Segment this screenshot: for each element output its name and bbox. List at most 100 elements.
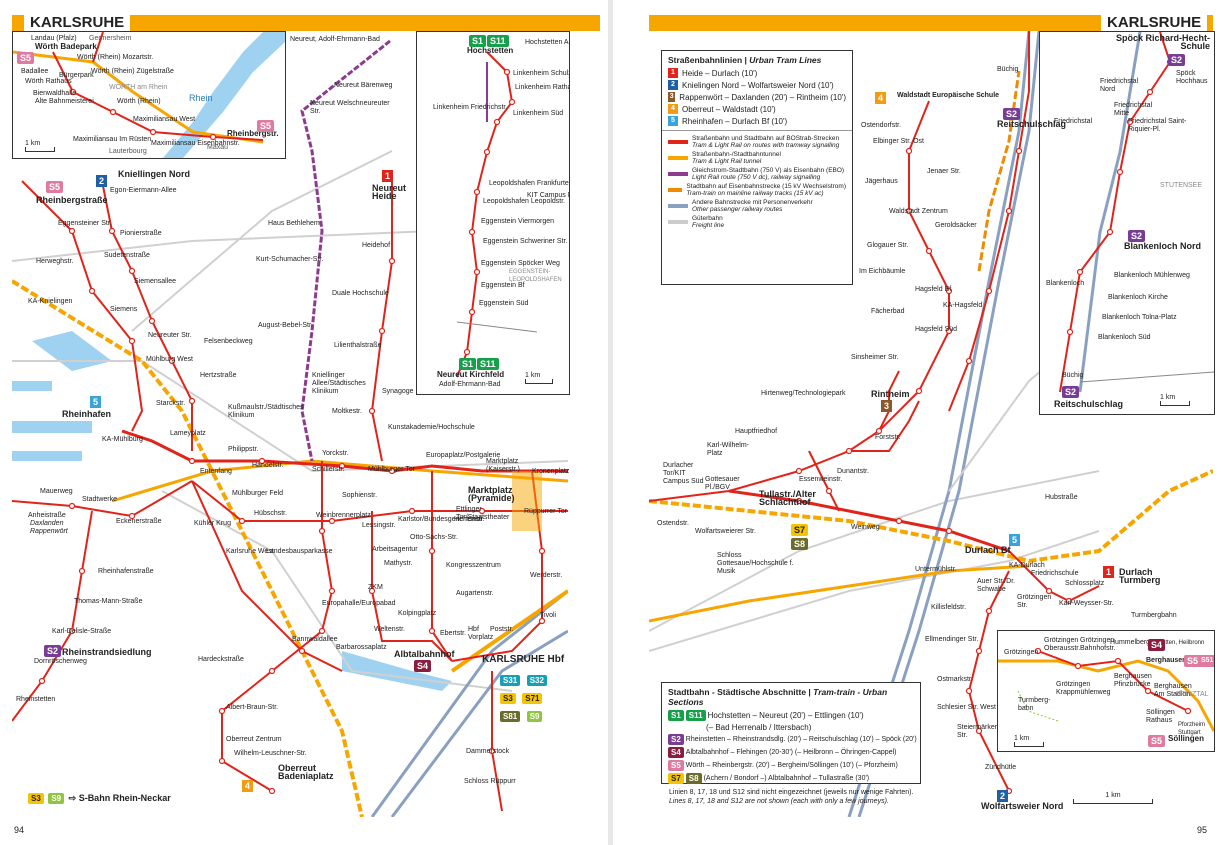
inset-chip-s11: S11 — [477, 358, 499, 370]
inset-woerth-station: Wörth (Rhein) Mozartstr. — [77, 54, 154, 61]
inset-woerth-station: Wörth (Rhein) Zügelstraße — [91, 68, 174, 75]
inset-stutensee-station: Friedrichstal Mitte — [1114, 102, 1153, 117]
station-oberreut: Oberreut Badeniaplatz — [278, 763, 334, 781]
stadtbahn-row-cont: (– Bad Herrenalb / Ittersbach) — [668, 723, 914, 732]
station-rheinstrandsiedlung: Rheinstrandsiedlung — [62, 647, 152, 657]
inset-hochstetten-place: EGGENSTEIN-LEOPOLDSHAFEN — [509, 269, 562, 283]
station-label: Mauerweg — [40, 488, 73, 495]
inset-stutensee-scale-bar — [1160, 401, 1190, 406]
station-label: Wolfartsweierer Str. — [695, 528, 756, 535]
line-badge-2: 2 — [96, 175, 107, 187]
legend-track-text: Andere Bahnstrecke mit Personenverkehr O… — [692, 199, 813, 213]
stadtbahn-title: Stadtbahn - Städtische Abschnitte | Tram… — [668, 687, 888, 707]
station-label: Wilhelm-Leuschner-Str. — [234, 750, 307, 757]
inset-woerth-scale-label: 1 km — [25, 140, 41, 147]
station-label: Zündhütle — [985, 764, 1017, 771]
stadtbahn-note-en: Lines 8, 17, 18 and S12 are not shown (e… — [669, 798, 889, 805]
station-label: Händelstr. — [252, 462, 284, 469]
line-badge-s2: S2 — [1003, 108, 1021, 120]
inset-chip-s11: S11 — [487, 35, 509, 47]
legend-track-row: Gleichstrom-Stadtbahn (750 V) als Eisenb… — [668, 167, 846, 181]
station-label: Werderstr. — [530, 572, 563, 579]
station-label: Glogauer Str. — [867, 242, 909, 249]
legend-track-row: Andere Bahnstrecke mit Personenverkehr O… — [668, 199, 846, 213]
station-label: Kongresszentrum — [446, 562, 501, 569]
station-label: Felsenbeckweg — [204, 338, 253, 345]
station-rintheim: Rintheim — [871, 389, 910, 399]
legend-track-swatch — [668, 220, 688, 224]
header-bar-left — [12, 15, 600, 31]
station-label: Ebertstr. — [440, 630, 467, 637]
station-label: Hbf Vorplatz — [468, 626, 494, 641]
inset-stutensee-station: Blankenloch Kirche — [1108, 294, 1168, 301]
line-badge-s4: S4 — [414, 660, 432, 672]
station-label: Europahalle/Europabad — [322, 600, 396, 607]
hbf-chip-s71: S71 — [522, 693, 543, 704]
s-bahn-chip-s9: S9 — [48, 793, 65, 804]
station-rheinbergstrasse: Rheinbergstraße — [36, 195, 108, 205]
line-badge-s8: S8 — [791, 538, 809, 550]
station-label: Mühlburg West — [146, 356, 193, 363]
station-label: KA-Knielingen — [28, 298, 73, 305]
stadtbahn-note-de: Linien 8, 17, 18 und S12 sind nicht eing… — [669, 789, 914, 796]
station-label: Killisfeldstr. — [931, 604, 967, 611]
inset-woerth-graphics — [13, 32, 285, 158]
station-label: Hubstraße — [1045, 494, 1078, 501]
station-label: Karlstor/Bundesgerichtshof — [398, 516, 483, 523]
legend-track-swatch — [668, 172, 688, 176]
station-label: Durlacher Tor/KIT Campus Süd — [663, 462, 704, 485]
station-kniellingen-nord: Kniellingen Nord — [118, 169, 190, 179]
station-label: Dornröschenweg — [34, 658, 87, 665]
legend-track-en: Freight line — [692, 222, 725, 229]
station-label: Augartenstr. — [456, 590, 494, 597]
inset-woerth-station: Wörth Rathaus — [25, 78, 72, 85]
station-label: Herweghstr. — [36, 258, 74, 265]
inset-hochstetten-scale-bar — [525, 379, 553, 384]
legend-track-row: Straßenbahn-/Stadtbahntunnel Tram & Ligh… — [668, 151, 846, 165]
station-label: Dammerstock — [466, 748, 510, 755]
station-label: Moltkestr. — [332, 408, 362, 415]
legend-track-en: Light Rail route (750 V dc), railway sig… — [692, 174, 821, 181]
inset-hochstetten-station: Linkenheim Friedrichstr. — [433, 104, 508, 111]
station-label: Auer Str./Dr. Schwabe — [977, 578, 1016, 593]
inset-woerth-place: Rhein — [189, 93, 213, 103]
inset-pfinztal-station: Berghausen Am Stadion — [1154, 683, 1192, 698]
inset-woerth: Landau (Pfalz) Wörth Badepark Badallee W… — [12, 31, 286, 159]
header-bar-right — [649, 15, 1213, 31]
station-label: Grötzingen Str. — [1017, 594, 1052, 609]
station-durlach-turmberg: Durlach Turmberg — [1119, 567, 1161, 585]
inset-pfinztal-chip-s51: S51 — [1198, 655, 1214, 667]
station-label: Kolpingplatz — [398, 610, 437, 617]
stadtbahn-title-en: Tram-train - Urban Sections — [668, 687, 888, 707]
station-label: Otto-Sachs-Str. — [410, 534, 458, 541]
inset-pfinztal-chip-s5: S5 — [1148, 735, 1166, 747]
hbf-chip-s9: S9 — [526, 711, 543, 722]
inset-woerth-station: Maximiliansau West — [133, 116, 196, 123]
station-label: Schlossplatz — [1065, 580, 1105, 587]
station-label: Egon-Eiermann-Allee — [110, 187, 177, 194]
inset-woerth-station: Alte Bahnmeisterei — [35, 98, 94, 105]
station-label: Stadtwerke — [82, 496, 118, 503]
inset-woerth-scale-bar — [25, 147, 55, 152]
legend-track-de: Gleichstrom-Stadtbahn (750 V) als Eisenb… — [692, 167, 845, 174]
inset-stutensee-station: Blankenloch Tolna-Platz — [1102, 314, 1177, 321]
legend-line-number: 5 — [668, 116, 678, 126]
inset-pfinztal-graphics — [998, 647, 1214, 732]
inset-hochstetten-station: Eggenstein Spöcker Weg — [481, 260, 560, 267]
station-label: Kühler Krug — [194, 520, 231, 527]
line-badge-s5: S5 — [257, 120, 275, 132]
station-label: Neureuter Str. — [148, 332, 192, 339]
station-label: Schlesier Str. West — [937, 704, 997, 711]
station-label: Ostendorfstr. — [861, 122, 902, 129]
hbf-chip-s81: S81 — [500, 711, 521, 722]
inset-pfinztal-station: Hummelberg — [1110, 639, 1151, 646]
legend-line-row: 1 Heide – Durlach (10') — [668, 68, 846, 78]
inset-woerth-station: Landau (Pfalz) — [31, 35, 77, 42]
inset-woerth-place: Maxau — [207, 144, 229, 151]
inset-stutensee-station: Blankenloch — [1046, 280, 1085, 287]
station-label: Lilienthalstraße — [334, 342, 382, 349]
stadtbahn-chip-s2: S2 — [668, 734, 684, 745]
stadtbahn-row-text: Wörth – Rheinbergstr. (20') – Bergheim/S… — [685, 762, 898, 769]
station-label: Entenfang — [200, 468, 232, 475]
station-label: Sinsheimer Str. — [851, 354, 899, 361]
